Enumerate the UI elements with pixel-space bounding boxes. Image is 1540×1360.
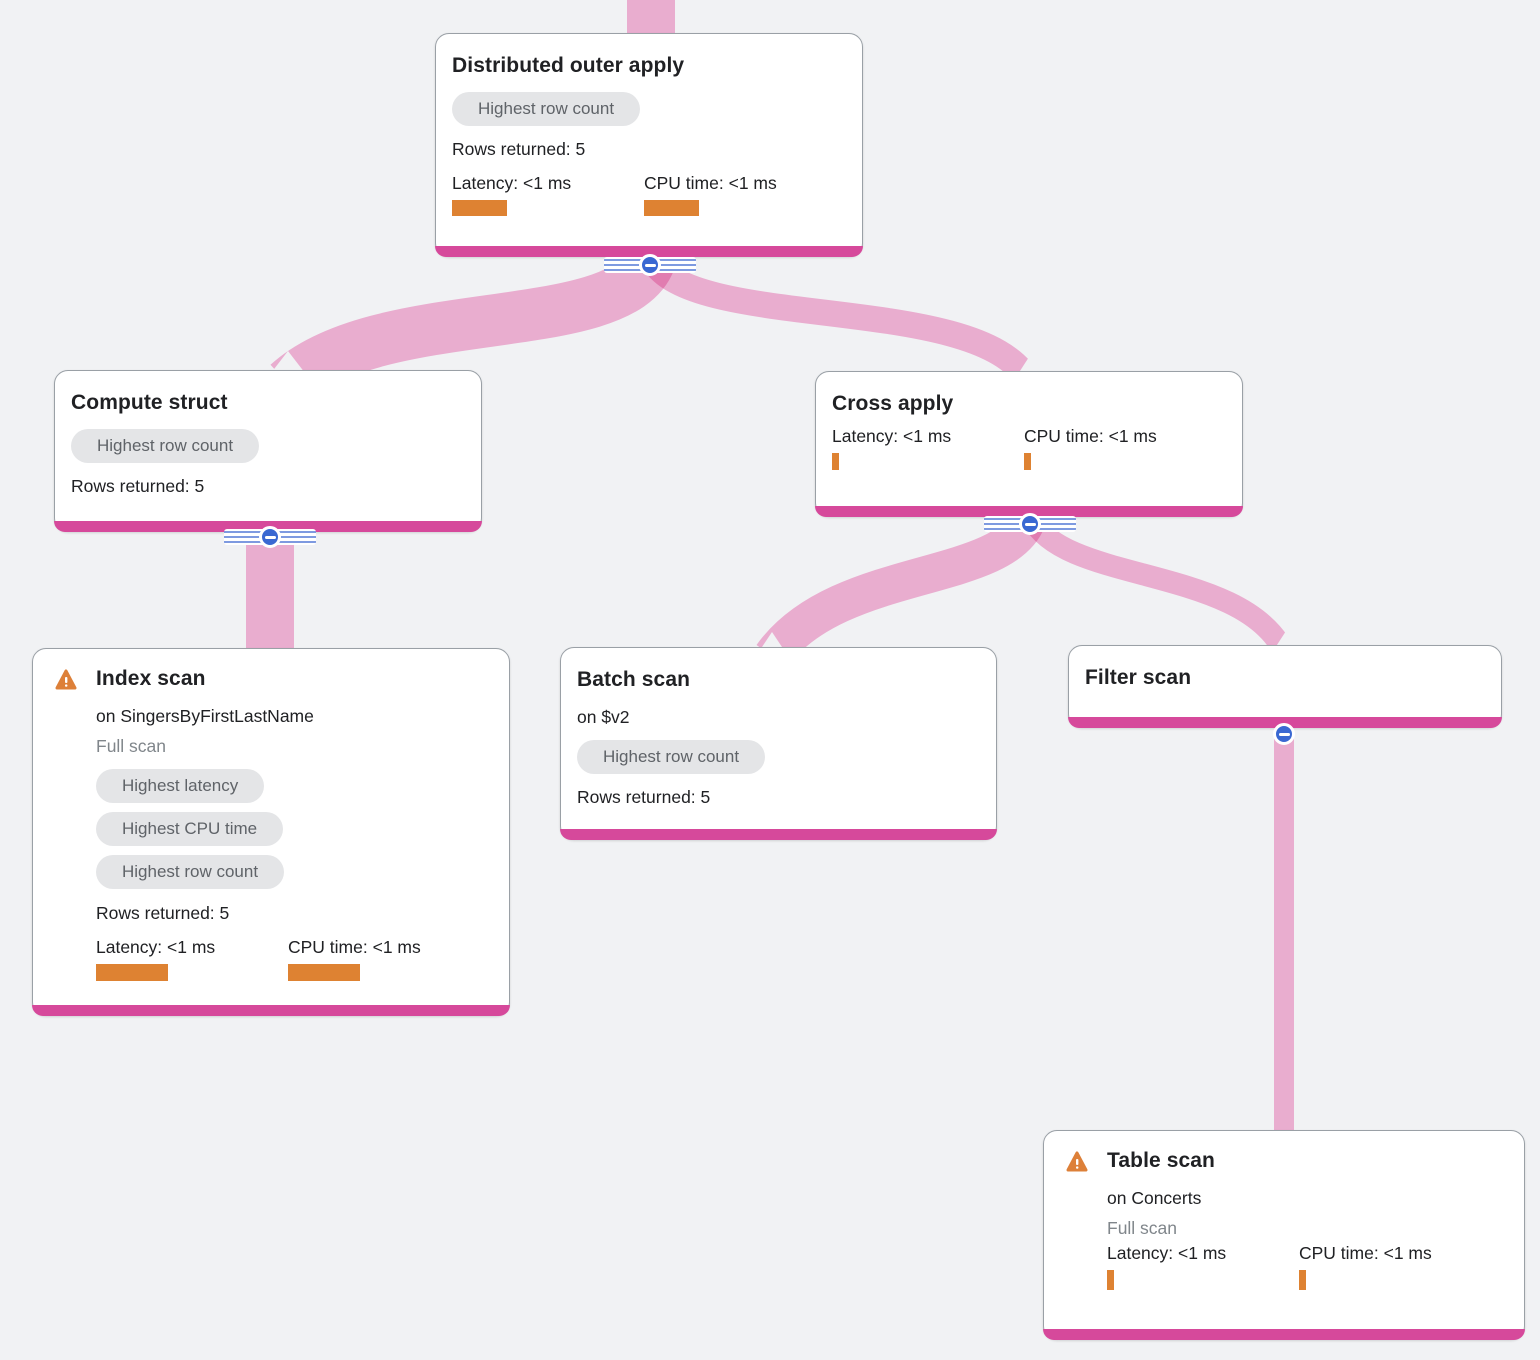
node-index-scan[interactable]: Index scan on SingersByFirstLastName Ful…	[32, 648, 510, 1016]
warning-icon	[1066, 1151, 1088, 1172]
rows-returned: Rows returned: 5	[96, 903, 230, 923]
latency-label: Latency: <1 ms	[452, 173, 572, 193]
node-title: Index scan	[96, 667, 206, 690]
node-accent-strip	[32, 1005, 510, 1016]
edge-arrow-notch	[760, 632, 784, 650]
edge-arrow-notch	[1275, 631, 1297, 648]
node-title: Cross apply	[832, 392, 954, 415]
latency-bar	[452, 200, 507, 216]
cpu-time-bar	[1024, 453, 1031, 470]
scan-target: on SingersByFirstLastName	[96, 706, 314, 726]
collapse-toggle-compute-struct[interactable]	[224, 524, 316, 550]
highest-row-count-badge: Highest row count	[71, 429, 260, 463]
latency-metric: Latency: <1 ms	[96, 937, 288, 981]
collapse-toggle-cross-apply[interactable]	[984, 511, 1076, 537]
latency-bar	[96, 964, 168, 981]
metrics-row: Latency: <1 ms CPU time: <1 ms	[832, 426, 1226, 470]
node-cross-apply[interactable]: Cross apply Latency: <1 ms CPU time: <1 …	[815, 371, 1243, 517]
edge-cross-apply-to-batch-scan	[756, 511, 1045, 668]
highest-row-count-badge: Highest row count	[96, 855, 285, 889]
node-title: Compute struct	[71, 391, 228, 414]
node-compute-struct[interactable]: Compute struct Highest row count Rows re…	[54, 370, 482, 532]
edge-root-to-cross-apply	[641, 252, 1041, 390]
cpu-time-bar	[1299, 1270, 1306, 1290]
scan-type: Full scan	[96, 736, 167, 756]
cpu-time-label: CPU time: <1 ms	[644, 173, 777, 193]
node-title: Table scan	[1107, 1149, 1215, 1172]
node-batch-scan[interactable]: Batch scan on $v2 Highest row count Rows…	[560, 647, 997, 840]
cpu-time-metric: CPU time: <1 ms	[1024, 426, 1216, 470]
latency-metric: Latency: <1 ms	[452, 173, 644, 216]
highest-cpu-time-badge: Highest CPU time	[96, 812, 284, 846]
node-accent-strip	[1043, 1329, 1525, 1340]
node-title: Batch scan	[577, 668, 691, 691]
highest-row-count-badge: Highest row count	[452, 92, 641, 126]
node-accent-strip	[815, 506, 1243, 517]
node-filter-scan[interactable]: Filter scan	[1068, 645, 1502, 728]
minus-icon	[1273, 723, 1295, 745]
rows-returned: Rows returned: 5	[452, 139, 586, 159]
edge-arrow-notch	[1018, 357, 1040, 374]
cpu-time-label: CPU time: <1 ms	[288, 937, 421, 957]
cpu-time-bar	[288, 964, 360, 981]
edge-arrow-notch	[271, 351, 305, 373]
cpu-time-metric: CPU time: <1 ms	[1299, 1243, 1491, 1290]
node-title: Filter scan	[1085, 666, 1192, 689]
node-accent-strip	[560, 829, 997, 840]
metrics-row: Latency: <1 ms CPU time: <1 ms	[1107, 1243, 1508, 1290]
collapse-toggle-distributed-outer-apply[interactable]	[604, 252, 696, 278]
node-distributed-outer-apply[interactable]: Distributed outer apply Highest row coun…	[435, 33, 863, 257]
latency-label: Latency: <1 ms	[1107, 1243, 1227, 1263]
latency-label: Latency: <1 ms	[832, 426, 952, 446]
badge-list: Highest latency Highest CPU time Highest…	[96, 769, 493, 889]
rows-returned: Rows returned: 5	[71, 476, 205, 496]
cpu-time-label: CPU time: <1 ms	[1024, 426, 1157, 446]
minus-icon	[259, 526, 281, 548]
cpu-time-bar	[644, 200, 699, 216]
cpu-time-metric: CPU time: <1 ms	[644, 173, 836, 216]
node-table-scan[interactable]: Table scan on Concerts Full scan Latency…	[1043, 1130, 1525, 1340]
node-accent-strip	[435, 246, 863, 257]
metrics-row: Latency: <1 ms CPU time: <1 ms	[96, 937, 493, 981]
rows-returned: Rows returned: 5	[577, 787, 711, 807]
edge-root-to-compute-struct	[270, 248, 675, 405]
scan-type: Full scan	[1107, 1218, 1178, 1238]
node-accent-strip	[1068, 717, 1502, 728]
highest-latency-badge: Highest latency	[96, 769, 265, 803]
highest-row-count-badge: Highest row count	[577, 740, 766, 774]
latency-bar	[832, 453, 839, 470]
latency-metric: Latency: <1 ms	[1107, 1243, 1299, 1290]
edge-cross-apply-to-filter-scan	[1023, 513, 1297, 661]
scan-target: on Concerts	[1107, 1188, 1202, 1208]
metrics-row: Latency: <1 ms CPU time: <1 ms	[452, 173, 846, 216]
latency-metric: Latency: <1 ms	[832, 426, 1024, 470]
minus-icon	[1019, 513, 1041, 535]
latency-bar	[1107, 1270, 1114, 1290]
cpu-time-label: CPU time: <1 ms	[1299, 1243, 1432, 1263]
collapse-toggle-filter-scan[interactable]	[1270, 720, 1298, 748]
latency-label: Latency: <1 ms	[96, 937, 216, 957]
cpu-time-metric: CPU time: <1 ms	[288, 937, 480, 981]
node-title: Distributed outer apply	[452, 54, 685, 77]
warning-icon	[55, 669, 77, 690]
minus-icon	[639, 254, 661, 276]
scan-target: on $v2	[577, 707, 630, 727]
